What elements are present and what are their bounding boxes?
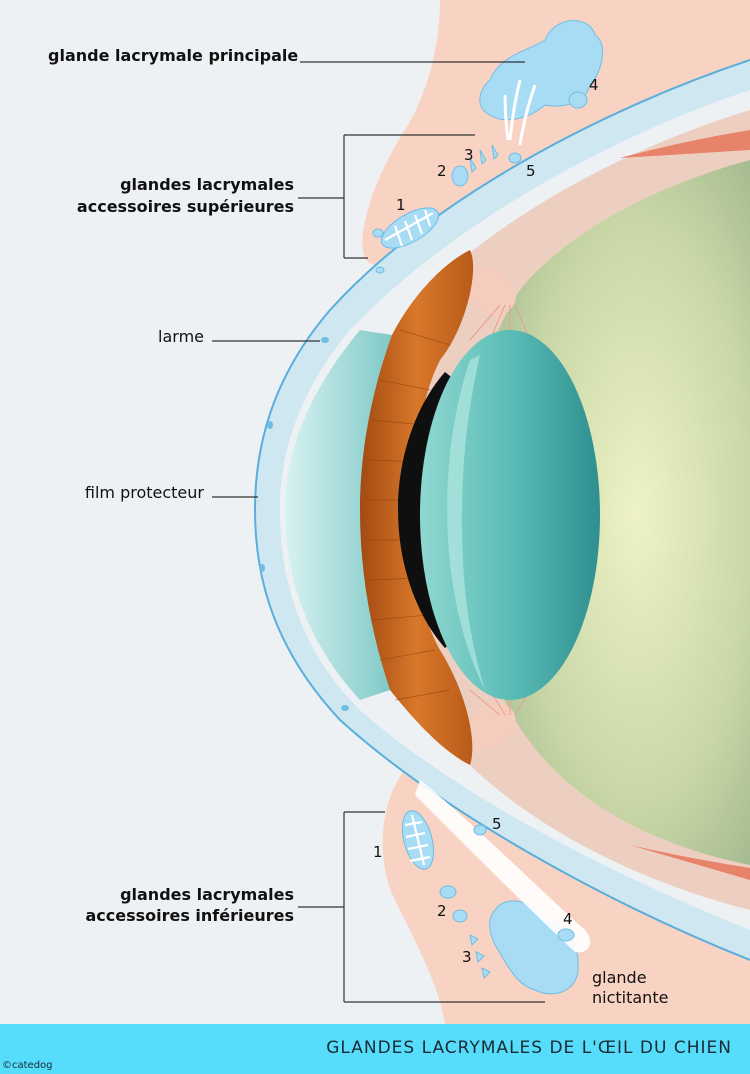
label-tear: larme <box>158 327 204 346</box>
upper-accessory-gland-5 <box>508 152 522 164</box>
label-film: film protecteur <box>85 483 205 502</box>
credit-text: ©catedog <box>2 1060 53 1071</box>
lower-number-3: 3 <box>462 948 472 966</box>
tear-drop <box>259 564 265 572</box>
label-lower-accessory-1: glandes lacrymales <box>120 885 294 904</box>
label-upper-accessory-2: accessoires supérieures <box>77 197 294 216</box>
iris <box>360 250 474 765</box>
anterior-chamber <box>285 330 392 700</box>
upper-number-1: 1 <box>396 196 406 214</box>
label-upper-accessory-1: glandes lacrymales <box>120 175 294 194</box>
lower-accessory-gland-5 <box>473 824 487 836</box>
third-eyelid-cartilage <box>415 780 591 953</box>
upper-gland-drop-b <box>375 266 385 274</box>
lower-accessory-gland-2 <box>439 885 457 899</box>
footer-bar: GLANDES LACRYMALES DE L'ŒIL DU CHIEN <box>0 1024 750 1074</box>
label-main-gland: glande lacrymale principale <box>48 46 298 65</box>
upper-number-5: 5 <box>526 162 536 180</box>
upper-accessory-gland-2 <box>451 165 469 187</box>
tear-drop <box>321 337 329 343</box>
cornea <box>255 60 750 960</box>
label-nictitating-1: glande <box>592 968 647 987</box>
lower-accessory-gland-4 <box>557 928 575 942</box>
lower-number-2: 2 <box>437 902 447 920</box>
upper-gland-drop-a <box>372 228 384 238</box>
lower-number-1: 1 <box>373 843 383 861</box>
leader-upper-accessory <box>298 134 475 259</box>
footer-title: GLANDES LACRYMALES DE L'ŒIL DU CHIEN <box>326 1038 732 1058</box>
lower-number-4: 4 <box>563 910 573 928</box>
upper-number-4: 4 <box>589 76 599 94</box>
lower-number-5: 5 <box>492 815 502 833</box>
upper-accessory-gland-3 <box>469 144 499 174</box>
label-nictitating-2: nictitante <box>592 988 668 1007</box>
lens-highlight <box>447 355 485 690</box>
tear-film-outer <box>253 59 750 961</box>
upper-accessory-gland-4 <box>568 91 588 109</box>
tear-drop <box>341 705 349 711</box>
upper-number-2: 2 <box>437 162 447 180</box>
lens <box>420 330 600 700</box>
upper-number-3: 3 <box>464 146 474 164</box>
lower-accessory-gland-3 <box>469 934 491 980</box>
tear-drop <box>267 421 273 429</box>
lower-accessory-gland-2b <box>452 909 468 923</box>
leader-lower-accessory <box>298 811 545 1003</box>
label-lower-accessory-2: accessoires inférieures <box>85 906 294 925</box>
